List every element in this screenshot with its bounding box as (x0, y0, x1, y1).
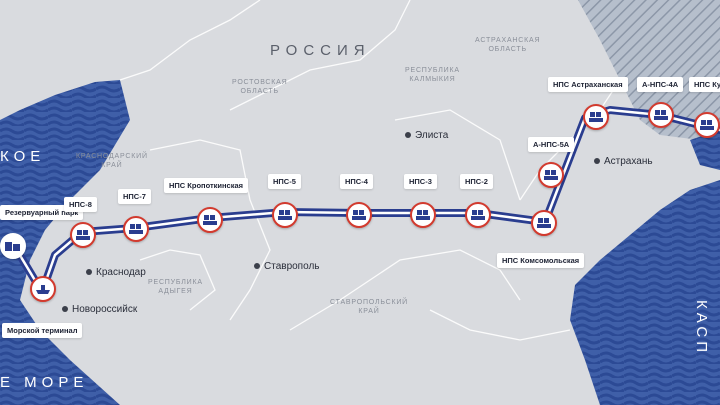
station-nps4[interactable] (346, 202, 372, 228)
kazakhstan-area (578, 0, 720, 150)
region-astrakhan: АСТРАХАНСКАЯ ОБЛАСТЬ (475, 37, 541, 53)
station-nps2[interactable] (465, 202, 491, 228)
tanks-icon (203, 215, 217, 225)
label-a-nps5a: А-НПС-5А (528, 137, 575, 152)
region-adygea: РЕСПУБЛИКА АДЫГЕЯ (148, 279, 203, 295)
tanks-icon (537, 218, 551, 228)
country-label: РОССИЯ (270, 42, 371, 59)
region-rostov: РОСТОВСКАЯ ОБЛАСТЬ (232, 79, 288, 95)
tanks-icon (654, 110, 668, 120)
ship-icon (36, 285, 50, 294)
tank-farm-marker[interactable] (0, 233, 26, 259)
city-novorossiysk-label: Новороссийск (72, 304, 138, 315)
tank-icon (5, 242, 20, 251)
tanks-icon (76, 230, 90, 240)
station-astrakhanskaya[interactable] (583, 104, 609, 130)
city-elista: Элиста (405, 130, 448, 141)
station-komsomolskaya[interactable] (531, 210, 557, 236)
city-astrakhan-label: Астрахань (604, 156, 653, 167)
label-nps5: НПС-5 (268, 174, 301, 189)
region-krasnodar: КРАСНОДАРСКИЙ КРАЙ (76, 153, 148, 169)
station-kropotkinskaya[interactable] (197, 207, 223, 233)
region-kalmykia: РЕСПУБЛИКА КАЛМЫКИЯ (405, 67, 460, 83)
label-kropotkinskaya: НПС Кропоткинская (164, 178, 249, 193)
tanks-icon (278, 210, 292, 220)
label-tank-farm: Резервуарный парк (0, 205, 84, 220)
terminal-marker[interactable] (30, 276, 56, 302)
caspian-sea (570, 180, 720, 405)
label-nps8: НПС-8 (64, 197, 97, 212)
city-elista-label: Элиста (415, 130, 449, 141)
city-dot-icon (254, 263, 260, 270)
label-kurmangazy: НПС Ку (689, 77, 720, 92)
station-a-nps5a[interactable] (538, 162, 564, 188)
city-dot-icon (62, 306, 68, 313)
label-nps4: НПС-4 (340, 174, 373, 189)
city-dot-icon (86, 269, 92, 276)
black-sea-label-bottom: Е МОРЕ (0, 374, 89, 391)
city-stavropol: Ставрополь (254, 261, 320, 272)
label-terminal: Морской терминал (2, 323, 83, 338)
tanks-icon (544, 170, 558, 180)
station-nps5[interactable] (272, 202, 298, 228)
region-stavropol: СТАВРОПОЛЬСКИЙ КРАЙ (330, 299, 408, 315)
label-astrakhanskaya: НПС Астраханская (548, 77, 628, 92)
city-stavropol-label: Ставрополь (264, 261, 320, 272)
city-astrakhan: Астрахань (594, 156, 653, 167)
region-borders (119, 0, 621, 341)
tanks-icon (352, 210, 366, 220)
caspian-sea-north (690, 130, 720, 170)
station-nps8[interactable] (70, 222, 96, 248)
tanks-icon (129, 224, 143, 234)
tanks-icon (700, 120, 714, 130)
tanks-icon (589, 112, 603, 122)
station-kurmangazy[interactable] (694, 112, 720, 138)
label-nps7: НПС-7 (118, 189, 151, 204)
black-sea-label-top: КОЕ (0, 148, 46, 165)
label-nps2: НПС-2 (460, 174, 493, 189)
station-a-nps4a[interactable] (648, 102, 674, 128)
label-nps3: НПС-3 (404, 174, 437, 189)
caspian-sea-label: КАСП (693, 300, 710, 357)
label-a-nps4a: А-НПС-4А (637, 77, 684, 92)
city-krasnodar: Краснодар (86, 267, 146, 278)
city-dot-icon (405, 132, 411, 139)
city-krasnodar-label: Краснодар (96, 267, 146, 278)
station-nps3[interactable] (410, 202, 436, 228)
label-komsomolskaya: НПС Комсомольская (497, 253, 585, 268)
tanks-icon (471, 210, 485, 220)
tanks-icon (416, 210, 430, 220)
station-nps7[interactable] (123, 216, 149, 242)
city-novorossiysk: Новороссийск (62, 304, 137, 315)
city-dot-icon (594, 158, 600, 165)
